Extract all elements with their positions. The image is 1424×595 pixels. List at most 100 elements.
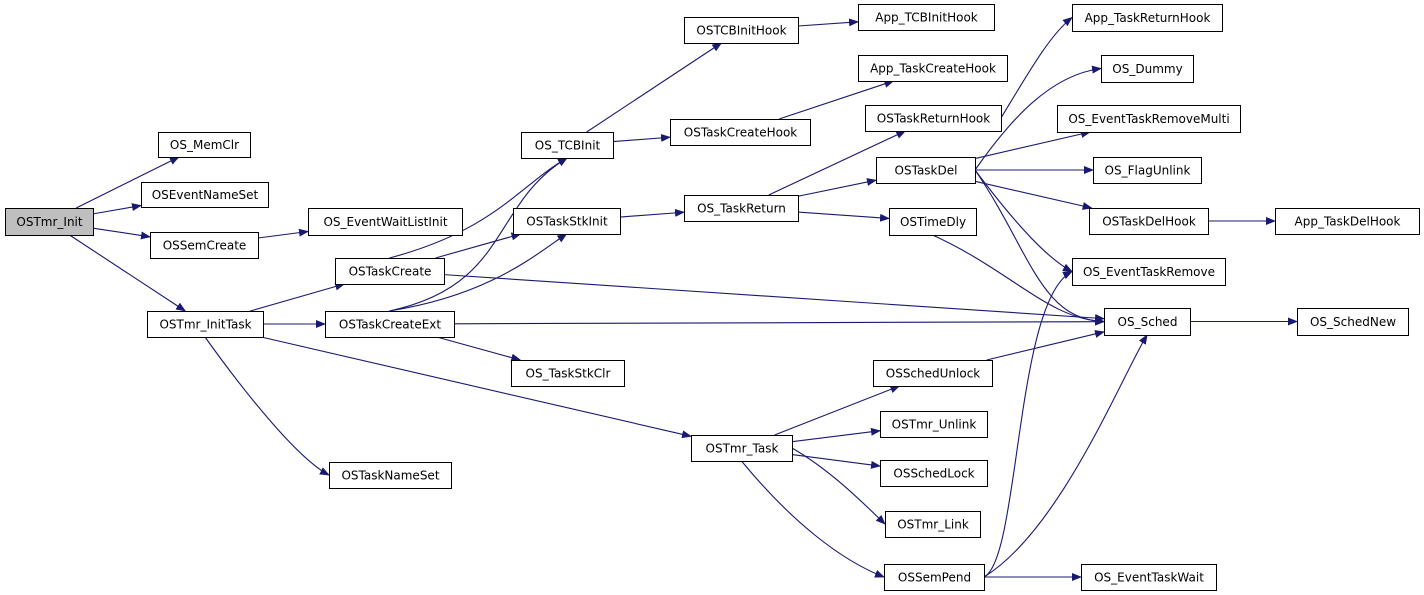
node-ostaskreturnhook[interactable]: OSTaskReturnHook: [865, 105, 1002, 132]
node-ostasknameset[interactable]: OSTaskNameSet: [329, 462, 452, 489]
node-osschedlock[interactable]: OSSchedLock: [880, 460, 988, 487]
node-os_dummy[interactable]: OS_Dummy: [1101, 55, 1194, 83]
node-box: [880, 411, 988, 438]
edge-line: [791, 427, 881, 443]
node-label: OSTimeDly: [900, 215, 966, 229]
node-box: [1297, 308, 1409, 336]
edge-ostaskdel-to-os_eventtaskremove: [974, 169, 1073, 272]
edge-ostaskcreateext-to-os_taskstkclr: [436, 336, 522, 362]
node-os_taskstkclr[interactable]: OS_TaskStkClr: [511, 360, 625, 387]
edge-line: [983, 334, 1148, 578]
node-ostaskdelhook[interactable]: OSTaskDelHook: [1089, 208, 1209, 235]
node-label: App_TaskCreateHook: [870, 62, 996, 76]
edge-line: [69, 234, 187, 312]
node-ostmr_link[interactable]: OSTmr_Link: [885, 511, 981, 538]
node-box: [1057, 105, 1241, 133]
edge-line: [443, 274, 1105, 323]
edge-line: [204, 336, 330, 476]
edge-line: [974, 130, 1092, 160]
edge-line: [741, 460, 885, 578]
node-box: [335, 258, 445, 285]
node-os_memclr[interactable]: OS_MemClr: [158, 132, 251, 158]
node-ostmr_unlink[interactable]: OSTmr_Unlink: [880, 411, 988, 438]
node-label: OSTCBInitHook: [696, 24, 786, 38]
edge-os_tcbinit-to-ostaskcreatehook: [612, 133, 671, 143]
node-box: [1072, 258, 1226, 286]
node-box: [885, 511, 981, 538]
node-label: OS_TCBInit: [535, 139, 601, 153]
node-os_flagunlink[interactable]: OS_FlagUnlink: [1093, 157, 1202, 184]
node-ostaskcreatehook[interactable]: OSTaskCreateHook: [670, 119, 811, 146]
node-os_eventtaskremove[interactable]: OS_EventTaskRemove: [1072, 258, 1226, 286]
node-ostmr_init[interactable]: OSTmr_Init: [5, 208, 94, 236]
node-ossemcreate[interactable]: OSSemCreate: [150, 232, 259, 259]
node-app_tcbinithook[interactable]: App_TCBInitHook: [858, 4, 995, 31]
node-box: [876, 157, 976, 184]
edge-line: [389, 157, 568, 312]
node-os_schednew[interactable]: OS_SchedNew: [1297, 308, 1409, 336]
node-label: OSTaskCreateHook: [684, 126, 798, 140]
node-label: OS_EventWaitListInit: [323, 215, 447, 229]
node-box: [858, 4, 995, 31]
edge-line: [389, 233, 568, 312]
node-ostaskdel[interactable]: OSTaskDel: [876, 157, 976, 184]
edge-ostmr_task-to-osschedunlock: [774, 385, 901, 436]
node-ostaskcreate[interactable]: OSTaskCreate: [335, 258, 445, 285]
node-label: OS_Sched: [1118, 315, 1178, 329]
edge-line: [619, 208, 685, 218]
edge-ostaskdel-to-os_eventtaskremovemulti: [974, 130, 1092, 160]
edge-line: [92, 227, 151, 240]
edge-line: [389, 157, 568, 259]
node-box: [873, 360, 993, 387]
node-app_taskdelhook[interactable]: App_TaskDelHook: [1275, 208, 1420, 235]
node-box: [1072, 4, 1223, 32]
edge-ostaskcreatehook-to-app_taskcreatehook: [778, 80, 895, 120]
node-label: OSTaskReturnHook: [877, 112, 990, 126]
node-label: OSSemPend: [898, 571, 971, 585]
node-os_eventwaitlistinit[interactable]: OS_EventWaitListInit: [308, 208, 463, 236]
node-oseventnameset[interactable]: OSEventNameSet: [141, 182, 269, 208]
node-box: [147, 311, 264, 338]
edge-line: [974, 65, 1102, 171]
node-os_eventtaskremovemulti[interactable]: OS_EventTaskRemoveMulti: [1057, 105, 1241, 133]
edge-ostmr_task-to-ostmr_unlink: [791, 427, 881, 443]
node-ostaskcreateext[interactable]: OSTaskCreateExt: [325, 311, 455, 338]
edge-ossempend-to-os_sched: [983, 334, 1148, 578]
node-box: [691, 435, 793, 462]
edge-line: [250, 282, 346, 312]
node-label: OSSemCreate: [163, 239, 247, 253]
node-label: OSTaskDel: [895, 164, 958, 178]
edge-line: [768, 130, 907, 196]
edge-line: [261, 336, 692, 439]
node-osschedunlock[interactable]: OSSchedUnlock: [873, 360, 993, 387]
node-box: [325, 311, 455, 338]
edge-ostmr_init-to-oseventnameset: [92, 203, 142, 215]
node-label: OSTmr_Init: [16, 215, 82, 229]
node-os_tcbinit[interactable]: OS_TCBInit: [521, 132, 614, 159]
node-ostaskstkinit[interactable]: OSTaskStkInit: [513, 208, 621, 235]
edge-line: [435, 232, 522, 259]
node-box: [889, 208, 977, 236]
node-os_taskreturn[interactable]: OS_TaskReturn: [684, 195, 799, 222]
edge-os_tcbinit-to-ostcbinithook: [586, 42, 723, 133]
node-box: [1093, 157, 1202, 184]
node-os_sched[interactable]: OS_Sched: [1104, 308, 1191, 336]
edge-ostmr_inittask-to-ostaskcreate: [250, 282, 346, 312]
edge-osschedunlock-to-os_sched: [986, 330, 1105, 361]
edge-line: [974, 180, 1093, 210]
node-box: [1101, 55, 1194, 83]
node-os_eventtaskwait[interactable]: OS_EventTaskWait: [1081, 564, 1217, 591]
edge-ostimedly-to-os_sched: [932, 234, 1105, 326]
node-box: [141, 182, 269, 208]
node-ostmr_inittask[interactable]: OSTmr_InitTask: [147, 311, 264, 338]
node-ostmr_task[interactable]: OSTmr_Task: [691, 435, 793, 462]
node-box: [150, 232, 259, 259]
node-label: OSTaskCreateExt: [339, 318, 442, 332]
node-app_taskcreatehook[interactable]: App_TaskCreateHook: [858, 55, 1008, 82]
edge-line: [75, 156, 180, 209]
node-app_taskreturnhook[interactable]: App_TaskReturnHook: [1072, 4, 1223, 32]
node-ostcbinithook[interactable]: OSTCBInitHook: [684, 17, 799, 44]
node-ossempend[interactable]: OSSemPend: [884, 564, 985, 591]
node-ostimedly[interactable]: OSTimeDly: [889, 208, 977, 236]
